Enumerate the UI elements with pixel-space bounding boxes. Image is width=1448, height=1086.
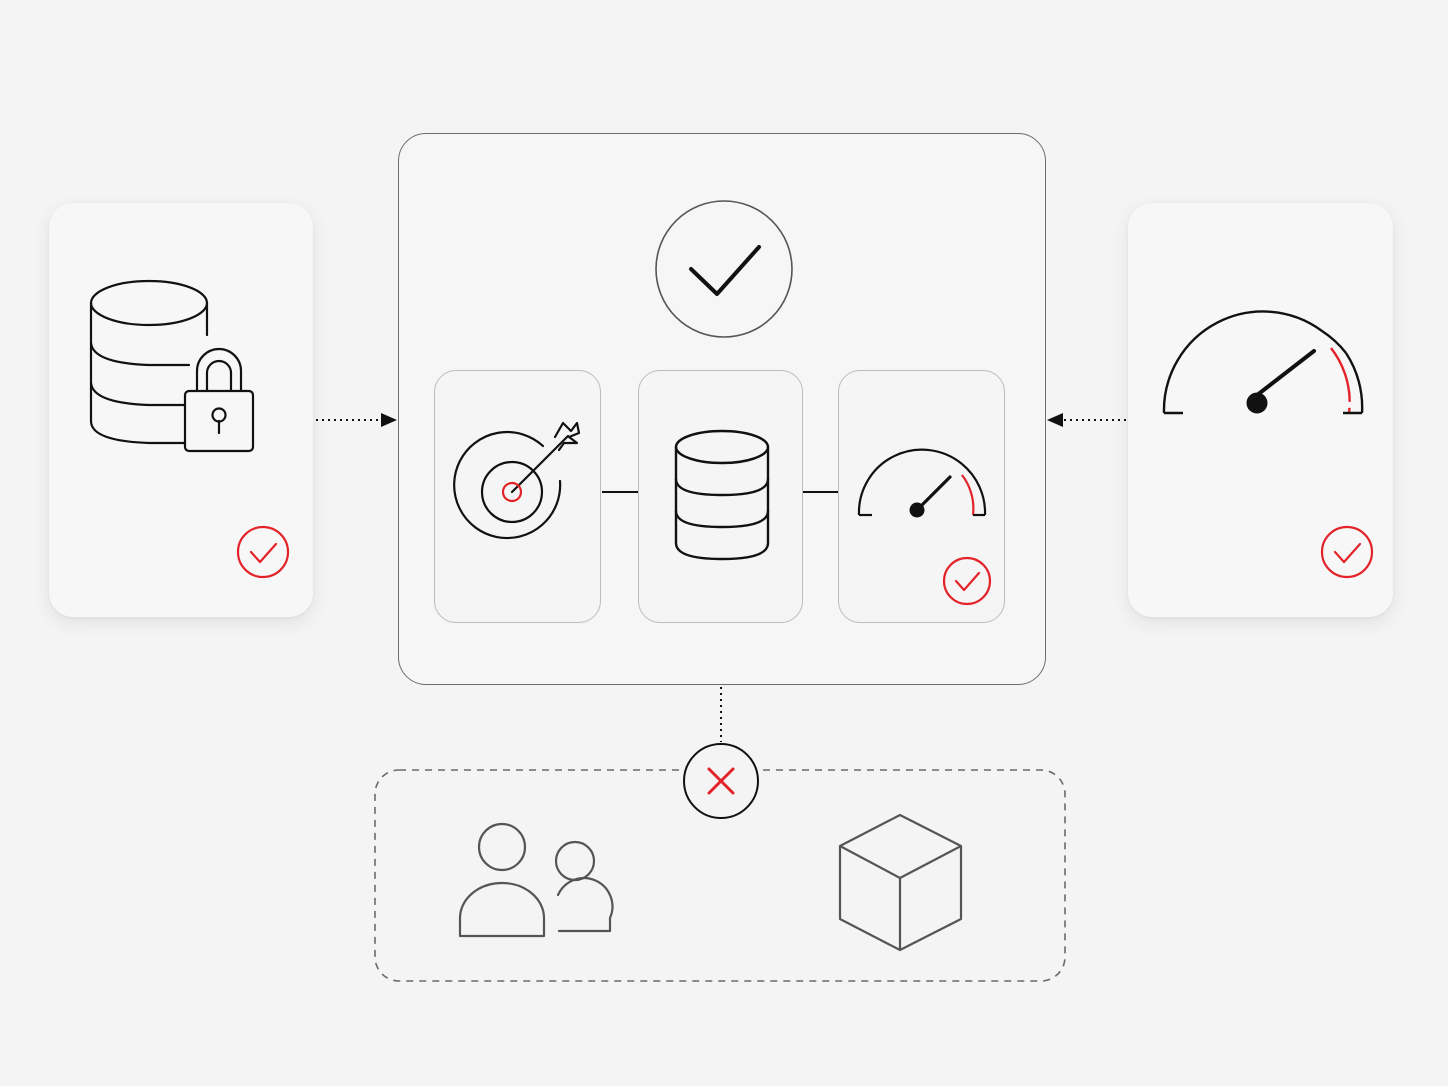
arrow-head-right [381,413,397,427]
x-circle-icon [683,743,759,819]
database-component-card [638,370,803,623]
secure-database-card [49,203,313,617]
check-badge-icon [236,525,290,579]
check-circle-icon [655,200,793,338]
excluded-group-border [374,769,1066,982]
target-arrow-icon [453,421,581,540]
speed-component-card [838,370,1005,623]
check-badge-icon [942,556,992,606]
database-icon [674,429,770,561]
users-icon [458,822,614,938]
speedometer-icon [857,448,987,518]
speedometer-icon [1162,310,1364,415]
check-badge-icon [1320,525,1374,579]
target-component-card [434,370,601,623]
database-lock-icon [89,279,255,453]
arrow-head-left [1047,413,1063,427]
component-links [602,491,839,493]
performance-card [1128,203,1393,617]
cube-icon [838,813,963,952]
